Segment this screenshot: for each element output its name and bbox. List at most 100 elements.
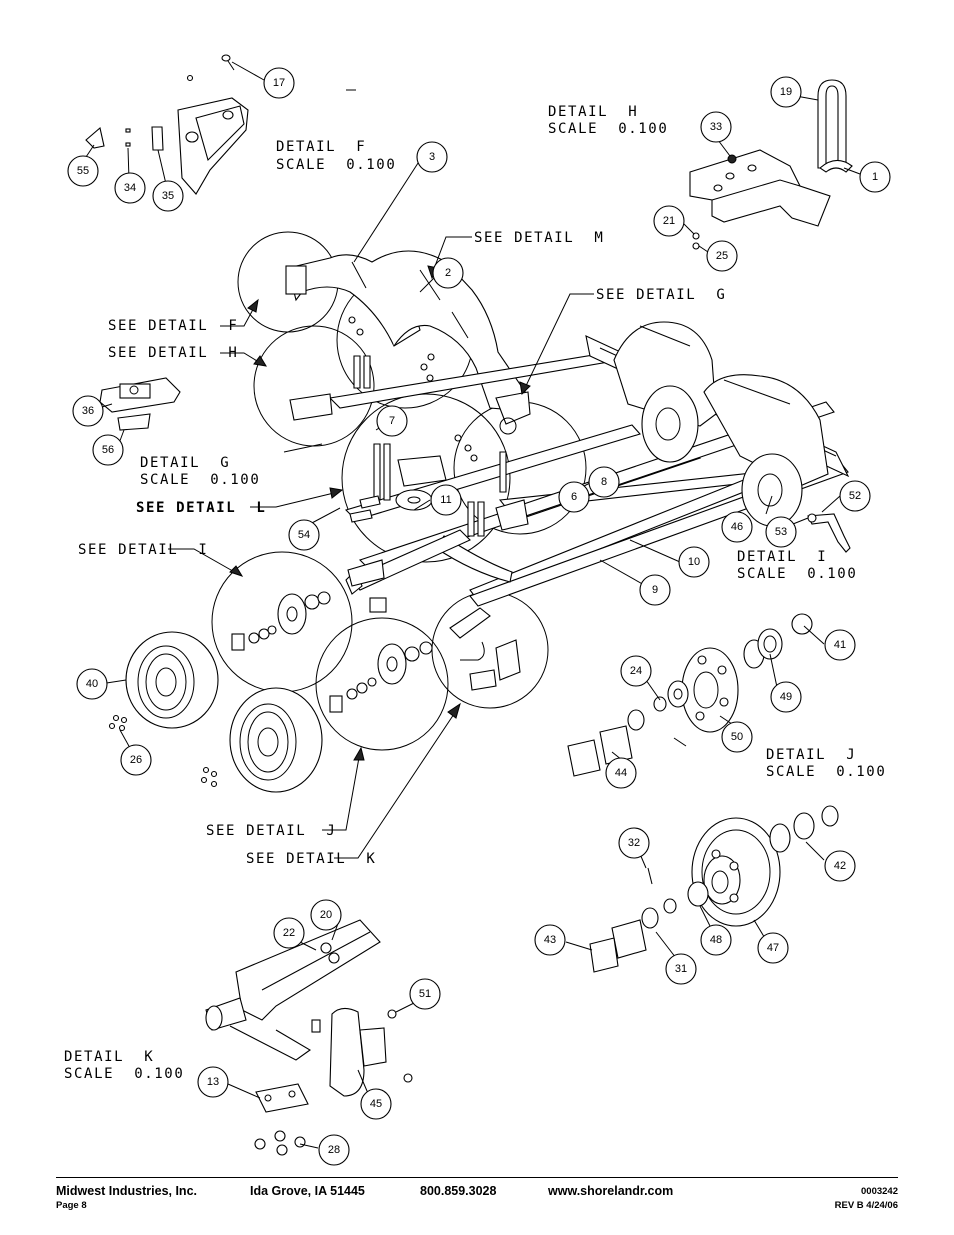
see-detail-h-label: SEE DETAIL H [108,345,238,361]
callout-31: 31 [665,953,697,985]
svg-text:2: 2 [445,267,451,279]
svg-text:47: 47 [767,942,779,954]
bubble-k [431,591,549,709]
footer-revision: REV B 4/24/06 [834,1200,898,1211]
callout-19: 19 [770,76,802,108]
svg-text:6: 6 [571,491,577,503]
detail-rotor-parts [589,805,839,973]
callout-26: 26 [120,744,152,776]
see-detail-f-label: SEE DETAIL F [108,318,238,334]
callout-1-h: 1 [859,161,891,193]
svg-text:52: 52 [849,490,861,502]
svg-text:49: 49 [780,691,792,703]
callout-7: 7 [376,405,408,437]
svg-text:8: 8 [601,476,607,488]
svg-text:40: 40 [86,678,98,690]
left-wheels [108,631,323,793]
svg-text:7: 7 [389,415,395,427]
detail-k-parts [205,919,413,1156]
detail-k-title: DETAIL K [64,1049,154,1065]
svg-text:1: 1 [872,171,878,183]
callout-48: 48 [700,924,732,956]
svg-text:46: 46 [731,521,743,533]
callout-47: 47 [757,932,789,964]
callout-21: 21 [653,205,685,237]
svg-text:21: 21 [663,215,675,227]
see-detail-i-label: SEE DETAIL I [78,542,208,558]
callout-17: 17 [263,67,295,99]
detail-h-title: DETAIL H [548,104,638,120]
detail-k-scale: SCALE 0.100 [64,1066,184,1082]
callout-41: 41 [824,629,856,661]
detail-j-title: DETAIL J [766,747,856,763]
callout-36: 36 [72,395,104,427]
right-fenders [613,321,829,527]
detail-i-parts [765,495,851,553]
callout-24: 24 [620,655,652,687]
svg-text:28: 28 [328,1144,340,1156]
see-detail-m-label: SEE DETAIL M [474,230,604,246]
callout-13: 13 [197,1066,229,1098]
page-footer: Midwest Industries, Inc. Ida Grove, IA 5… [56,1177,898,1211]
svg-text:20: 20 [320,909,332,921]
svg-text:33: 33 [710,121,722,133]
callout-44: 44 [605,757,637,789]
detail-j-scale: SCALE 0.100 [766,764,886,780]
svg-text:3: 3 [429,151,435,163]
callout-43: 43 [534,924,566,956]
detail-i-scale: SCALE 0.100 [737,566,857,582]
callout-34: 34 [114,172,146,204]
svg-text:32: 32 [628,837,640,849]
svg-text:43: 43 [544,934,556,946]
svg-text:42: 42 [834,860,846,872]
callout-49: 49 [770,681,802,713]
detail-h-leaders [683,95,861,253]
callout-53: 53 [765,516,797,548]
callout-54: 54 [288,519,320,551]
footer-city: Ida Grove, IA 51445 [250,1184,365,1198]
see-detail-leaders [168,236,594,859]
callout-35: 35 [152,180,184,212]
svg-text:34: 34 [124,182,136,194]
callout-11: 11 [430,484,462,516]
see-detail-k-label: SEE DETAIL K [246,851,376,867]
callout-55: 55 [67,155,99,187]
bubble-l [341,393,511,563]
callout-3: 3 [416,141,448,173]
see-detail-j-label: SEE DETAIL J [206,823,336,839]
svg-text:13: 13 [207,1076,219,1088]
callout-32: 32 [618,827,650,859]
callouts: 17 55 34 35 3 2 19 33 1 21 25 36 56 7 11… [67,67,891,1166]
callout-50: 50 [721,721,753,753]
footer-website[interactable]: www.shorelandr.com [548,1184,674,1198]
svg-text:17: 17 [273,77,285,89]
callout-46: 46 [721,511,753,543]
see-detail-labels: SEE DETAIL M SEE DETAIL G SEE DETAIL F S… [78,230,726,867]
callout-51: 51 [409,978,441,1010]
svg-text:54: 54 [298,529,310,541]
bubble-j [315,617,449,751]
detail-g-title: DETAIL G [140,455,230,471]
svg-text:31: 31 [675,963,687,975]
svg-text:41: 41 [834,639,846,651]
footer-phone: 800.859.3028 [420,1184,497,1198]
svg-text:51: 51 [419,988,431,1000]
svg-text:53: 53 [775,526,787,538]
footer-company: Midwest Industries, Inc. [56,1184,197,1198]
callout-6: 6 [558,481,590,513]
svg-text:10: 10 [688,556,700,568]
svg-text:11: 11 [440,494,451,506]
svg-text:26: 26 [130,754,142,766]
callout-40: 40 [76,668,108,700]
svg-text:9: 9 [652,584,658,596]
callout-33: 33 [700,111,732,143]
callout-25: 25 [706,240,738,272]
see-detail-g-label: SEE DETAIL G [596,287,726,303]
callout-9: 9 [639,574,671,606]
svg-text:48: 48 [710,934,722,946]
svg-text:44: 44 [615,767,627,779]
svg-text:45: 45 [370,1098,382,1110]
detail-ijk-bubble-parts [231,559,521,713]
callout-45: 45 [360,1088,392,1120]
